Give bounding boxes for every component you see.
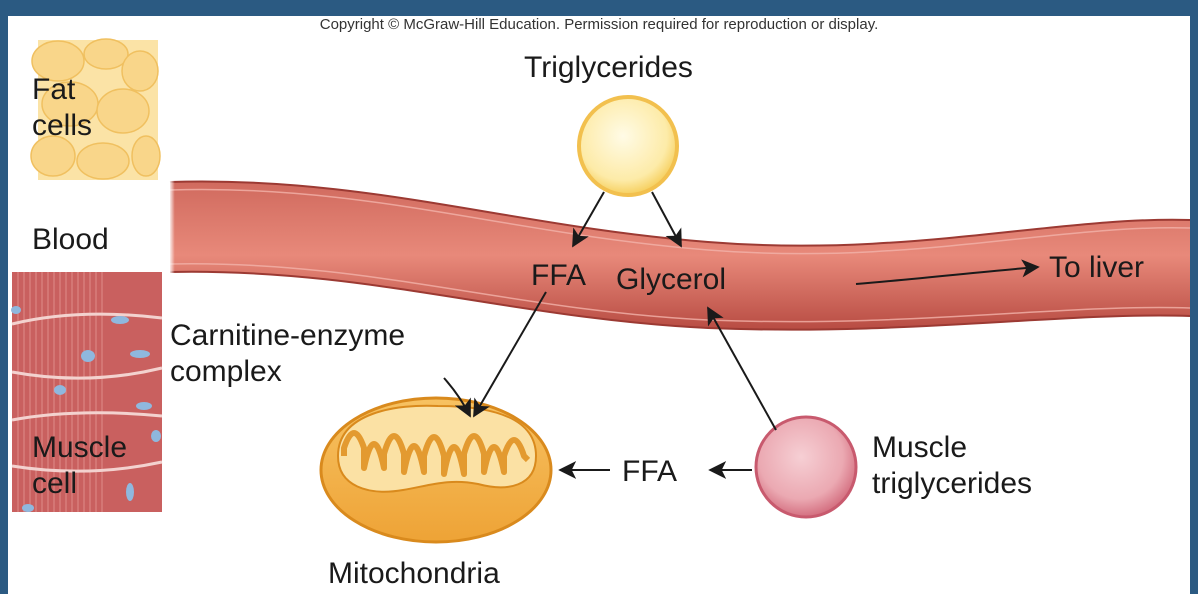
arrow-tg-to-glycerol — [651, 191, 682, 248]
arrow-to-liver — [855, 259, 1040, 285]
blood-vessel — [169, 176, 1190, 331]
copyright-notice: Copyright © McGraw-Hill Education. Permi… — [319, 16, 879, 33]
label-carnitine-enzyme-complex: Carnitine-enzyme complex — [170, 318, 405, 390]
arrow-muscle-tg-to-glycerol — [707, 306, 777, 431]
arrow-tg-to-ffa — [572, 191, 605, 248]
label-muscle-cell: Muscle cell — [32, 430, 127, 502]
label-carnitine-line2: complex — [170, 355, 282, 388]
label-to-liver: To liver — [1049, 251, 1145, 284]
label-muscle-tg-line2: triglycerides — [872, 467, 1033, 500]
label-carnitine-line1: Carnitine-enzyme — [170, 319, 406, 352]
fat-metabolism-diagram — [11, 38, 1190, 544]
label-fat-cells: Fat cells — [32, 72, 92, 144]
muscle-triglycerides-blob — [754, 415, 858, 519]
label-blood: Blood — [32, 223, 109, 256]
arrow-carnitine-to-mitochondria — [443, 377, 471, 418]
label-glycerol: Glycerol — [616, 263, 727, 296]
triglycerides-blob — [577, 95, 679, 197]
arrow-ffa-to-mitochondria — [473, 291, 547, 418]
muscle-cell-image — [11, 272, 163, 512]
arrows — [443, 191, 1040, 479]
label-ffa-muscle: FFA — [622, 455, 678, 488]
mitochondria-image — [319, 396, 553, 544]
label-muscle-cell-line1: Muscle — [32, 431, 128, 464]
label-muscle-tg-line1: Muscle — [872, 431, 968, 464]
label-fat-cells-line1: Fat — [32, 73, 76, 106]
label-ffa-blood: FFA — [531, 259, 587, 292]
label-muscle-cell-line2: cell — [32, 467, 78, 500]
label-mitochondria: Mitochondria — [328, 557, 500, 590]
label-muscle-triglycerides: Muscle triglycerides — [872, 430, 1032, 502]
label-triglycerides: Triglycerides — [524, 51, 693, 84]
fat-cells-image — [30, 38, 161, 180]
label-fat-cells-line2: cells — [32, 109, 93, 142]
diagram-frame: Copyright © McGraw-Hill Education. Permi… — [8, 16, 1190, 594]
